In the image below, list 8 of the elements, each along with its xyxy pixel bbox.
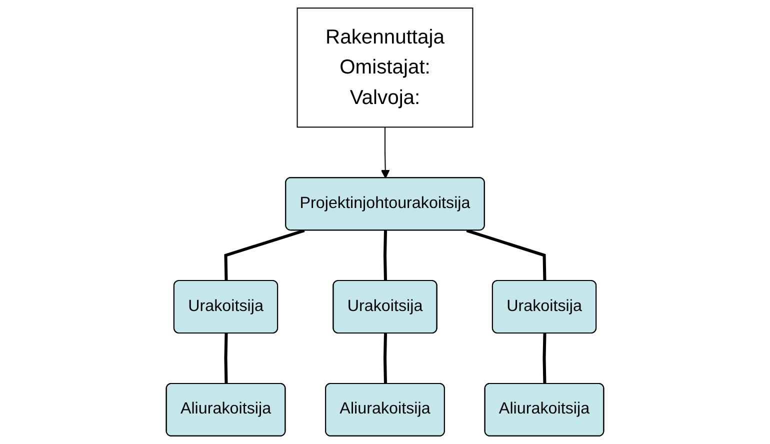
node-box: Rakennuttaja Omistajat: Valvoja:	[296, 8, 474, 128]
connector	[383, 333, 388, 384]
connector	[224, 333, 228, 384]
connector	[224, 229, 305, 282]
connector	[466, 229, 546, 282]
arrow	[380, 127, 390, 178]
connector	[542, 333, 546, 384]
connector	[383, 230, 388, 282]
